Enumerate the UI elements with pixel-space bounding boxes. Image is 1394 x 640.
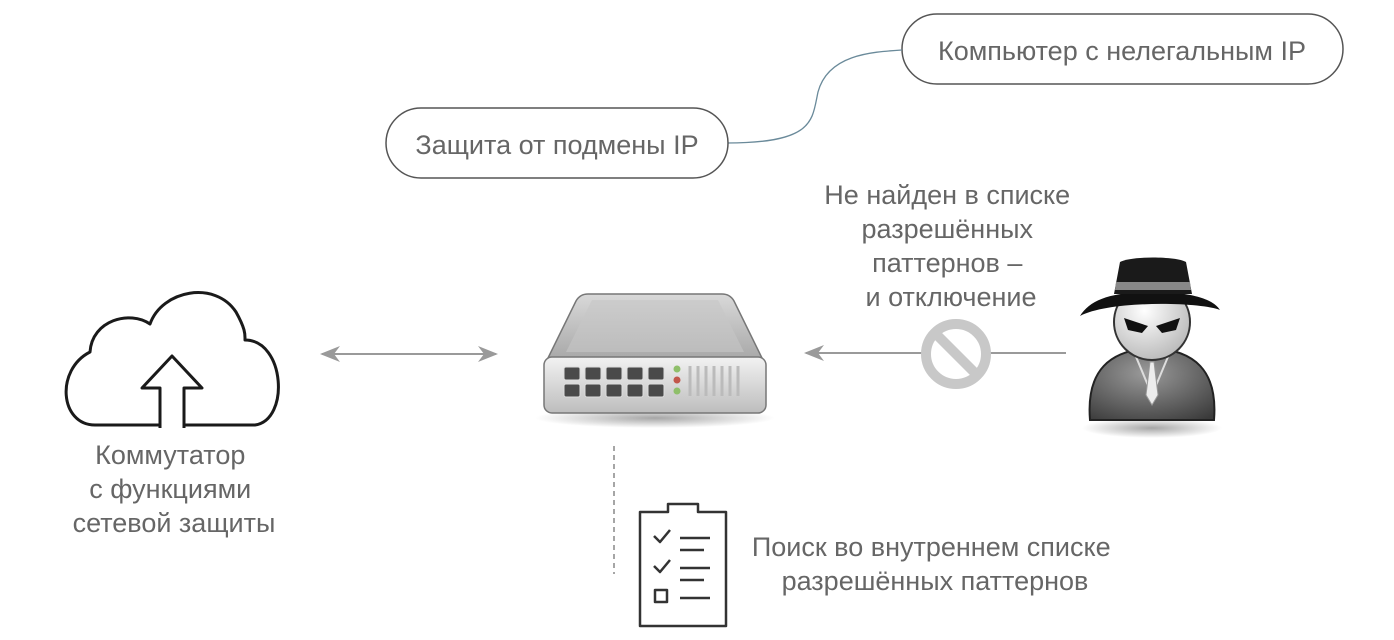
network-switch-icon: [535, 293, 775, 428]
not-found-label: Не найден в списке разрешённых паттернов…: [824, 180, 1077, 312]
bubble-connector: [726, 49, 903, 144]
spy-icon: [1080, 257, 1222, 438]
illegal-ip-label: Компьютер с нелегальным IP: [938, 36, 1306, 66]
switch-caption-line-3: сетевой защиты: [73, 508, 276, 538]
ip-spoof-bubble: Защита от подмены IP: [385, 107, 729, 179]
not-found-line-1: Не найден в списке: [824, 180, 1070, 210]
illegal-ip-bubble: Компьютер с нелегальным IP: [901, 13, 1344, 85]
checklist-icon: [638, 502, 728, 628]
search-caption: Поиск во внутреннем списке разрешённых п…: [752, 532, 1118, 596]
switch-caption: Коммутатор с функциями сетевой защиты: [73, 440, 276, 538]
ip-spoof-label: Защита от подмены IP: [415, 130, 698, 160]
search-caption-line-1: Поиск во внутреннем списке: [752, 532, 1111, 562]
switch-caption-line-1: Коммутатор: [95, 440, 245, 470]
not-found-line-4: и отключение: [866, 282, 1037, 312]
switch-caption-line-2: с функциями: [89, 474, 251, 504]
not-found-line-2: разрешённых: [861, 214, 1033, 244]
prohibited-icon: [921, 319, 991, 389]
switch-vents: [688, 366, 740, 396]
switch-ports: [563, 366, 665, 398]
search-caption-line-2: разрешённых паттернов: [782, 566, 1089, 596]
not-found-line-3: паттернов –: [872, 248, 1022, 278]
cloud-upload-icon: [64, 291, 280, 428]
